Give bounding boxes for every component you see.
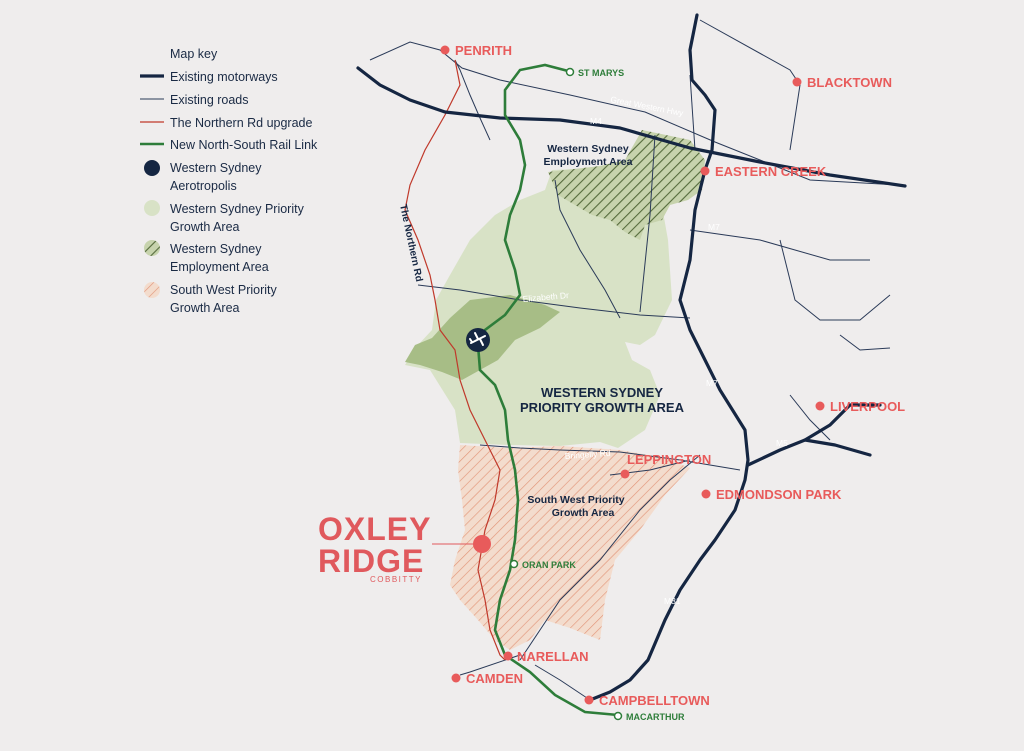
legend-item-employment-1: Western Sydney: [170, 242, 262, 256]
place-marker-blacktown: [792, 77, 802, 87]
priority-area-label-2: PRIORITY GROWTH AREA: [520, 400, 685, 415]
place-label-campbelltown: CAMPBELLTOWN: [599, 693, 710, 708]
northern-rd-upgrade: [404, 59, 506, 661]
station-marker-oran-park: [509, 559, 519, 569]
place-label-liverpool: LIVERPOOL: [830, 399, 905, 414]
southwest-area-label-2: Growth Area: [552, 507, 615, 519]
legend-item-aerotropolis-2: Aerotropolis: [170, 179, 237, 193]
place-marker-leppington: [620, 469, 630, 479]
legend-title: Map key: [170, 47, 218, 61]
road-label-m5: M5: [776, 438, 788, 448]
road-label-bringelly-rd: Bringelly Rd: [564, 448, 611, 461]
place-marker-eastern-creek: [700, 166, 710, 176]
place-marker-narellan: [503, 651, 513, 661]
place-label-camden: CAMDEN: [466, 671, 523, 686]
north-south-rail-link: [476, 63, 620, 717]
oxley-ridge-marker[interactable]: [473, 535, 491, 553]
legend-item-priority-1: Western Sydney Priority: [170, 202, 305, 216]
place-marker-liverpool: [815, 401, 825, 411]
places: PENRITH BLACKTOWN EASTERN CREEK LIVERPOO…: [440, 43, 905, 708]
brand-line-1: OXLEY: [318, 511, 431, 547]
legend-item-employment-2: Employment Area: [170, 260, 269, 274]
brand-line-2: RIDGE: [318, 543, 424, 579]
road-label-elizabeth-dr: Elizabeth Dr: [522, 290, 569, 304]
legend-item-southwest-2: Growth Area: [170, 301, 240, 315]
station-marker-st-marys: [565, 67, 575, 77]
place-label-narellan: NARELLAN: [517, 649, 589, 664]
legend-item-roads: Existing roads: [170, 93, 249, 107]
legend-item-southwest-1: South West Priority: [170, 283, 278, 297]
employment-area-label-1: Western Sydney: [547, 143, 629, 155]
road-label-m31: M31: [664, 596, 681, 606]
motorways: [356, 13, 907, 702]
legend-symbols: [140, 74, 164, 298]
legend-item-aerotropolis-1: Western Sydney: [170, 161, 262, 175]
place-marker-campbelltown: [584, 695, 594, 705]
place-marker-penrith: [440, 45, 450, 55]
legend-item-priority-2: Growth Area: [170, 220, 240, 234]
legend-item-northern-rd: The Northern Rd upgrade: [170, 116, 312, 130]
station-marker-macarthur: [613, 711, 623, 721]
priority-area-label-1: WESTERN SYDNEY: [541, 385, 663, 400]
employment-area-label-2: Employment Area: [544, 156, 633, 168]
place-marker-camden: [451, 673, 461, 683]
stations: ST MARYS ORAN PARK MACARTHUR: [509, 67, 685, 722]
place-label-edmondson-park: EDMONDSON PARK: [716, 487, 842, 502]
brand-sub: COBBITTY: [370, 575, 422, 584]
road-label-m4: M4: [590, 116, 602, 126]
road-label-m7-north: M7: [708, 222, 720, 232]
place-label-leppington: LEPPINGTON: [627, 452, 711, 467]
road-label-northern-rd: The Northern Rd: [397, 203, 424, 282]
station-label-st-marys: ST MARYS: [578, 68, 624, 78]
place-marker-edmondson-park: [701, 489, 711, 499]
oxley-ridge-logo: OXLEY RIDGE COBBITTY: [318, 511, 431, 584]
place-label-blacktown: BLACKTOWN: [807, 75, 892, 90]
southwest-area-label-1: South West Priority: [527, 494, 624, 506]
station-label-oran-park: ORAN PARK: [522, 560, 576, 570]
airplane-icon[interactable]: [466, 328, 490, 352]
area-labels: Western Sydney Employment Area WESTERN S…: [520, 143, 685, 519]
employment-area: [548, 130, 705, 240]
legend-item-rail: New North-South Rail Link: [170, 138, 318, 152]
station-label-macarthur: MACARTHUR: [626, 712, 685, 722]
legend-item-motorways: Existing motorways: [170, 70, 278, 84]
legend-labels: Map key Existing motorways Existing road…: [170, 47, 318, 315]
place-label-eastern-creek: EASTERN CREEK: [715, 164, 827, 179]
road-label-m7-south: M7: [706, 378, 718, 388]
place-label-penrith: PENRITH: [455, 43, 512, 58]
southwest-growth-area: [450, 445, 690, 650]
